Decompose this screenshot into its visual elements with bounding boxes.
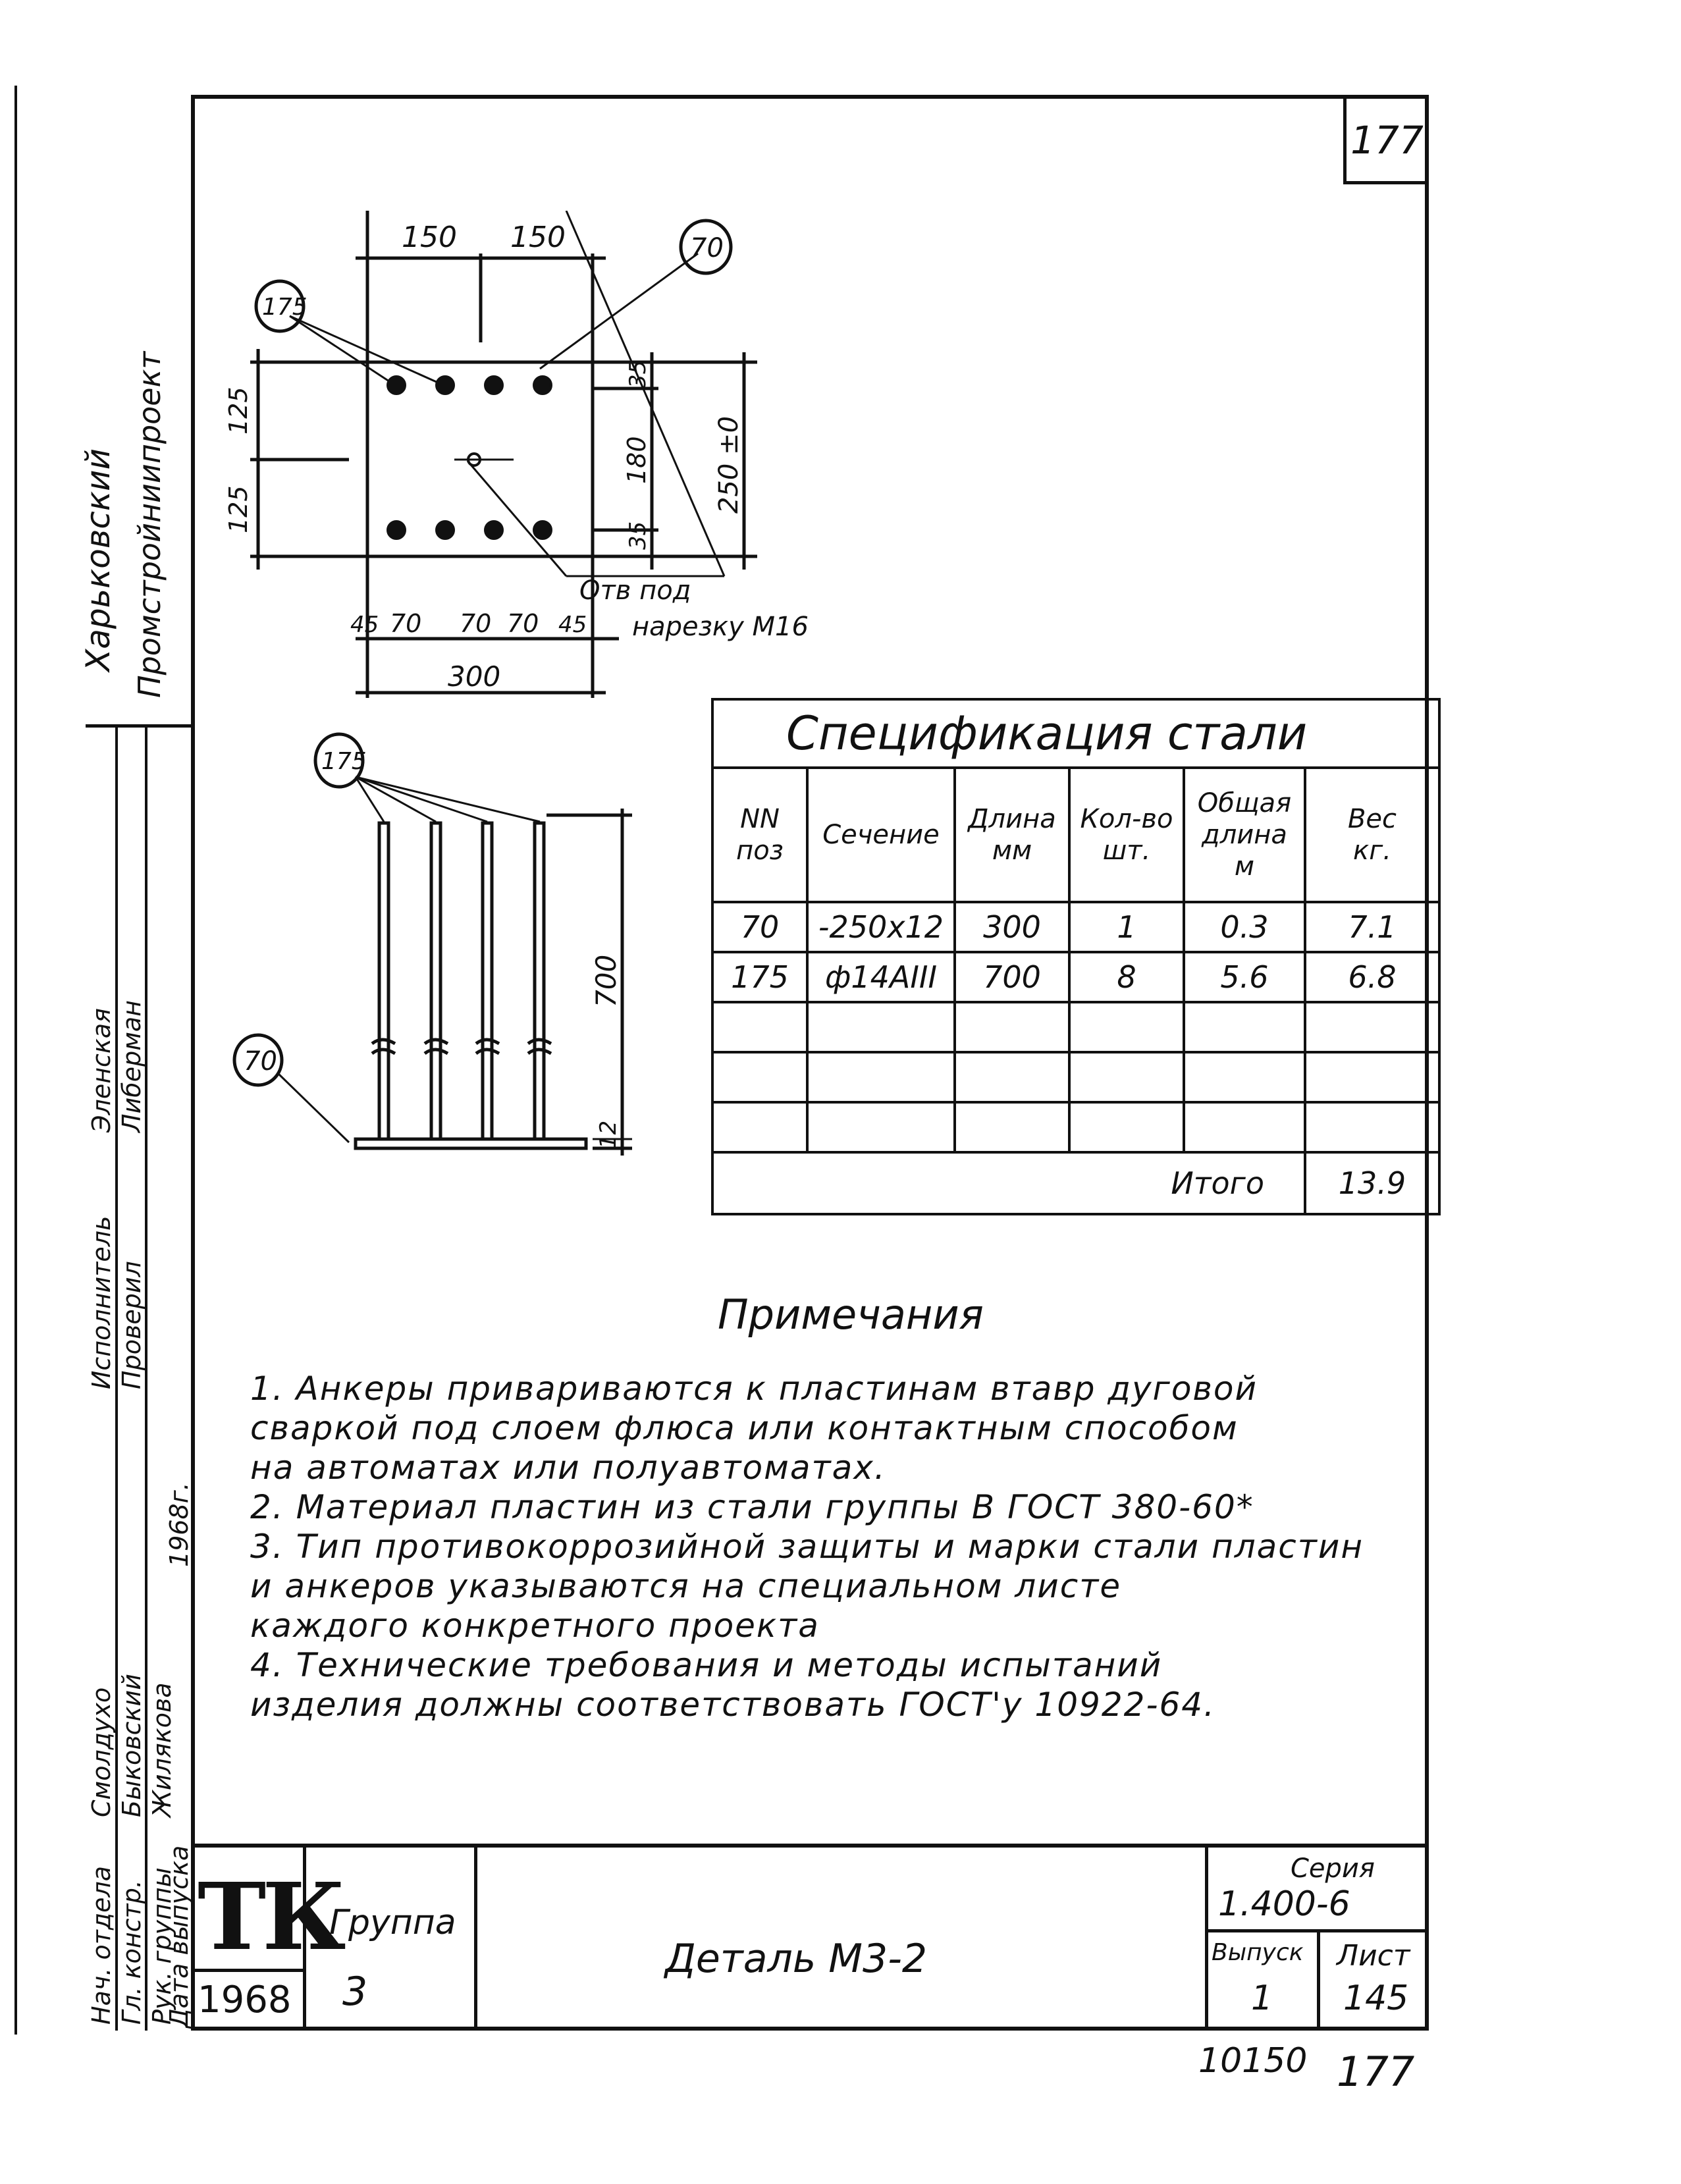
tk-logo: ТК bbox=[198, 1863, 346, 1971]
dim-bottom-2: 70 bbox=[390, 609, 421, 638]
stamp-frame bbox=[86, 724, 191, 2031]
cell: 1 bbox=[1068, 901, 1185, 953]
note-line: каждого конкретного проекта bbox=[250, 1607, 820, 1645]
stamp-name: Смолдухо bbox=[87, 1687, 116, 1817]
cell: 7.1 bbox=[1304, 901, 1441, 953]
cell: 300 bbox=[953, 901, 1071, 953]
dim-right-2: 180 bbox=[622, 436, 651, 484]
callout-plate-side: 70 bbox=[244, 1046, 277, 1077]
table-row-empty bbox=[711, 1051, 1441, 1104]
tb-divider bbox=[303, 1844, 306, 2031]
tb-sheet-value: 145 bbox=[1343, 1979, 1409, 2018]
table-row-empty bbox=[711, 1101, 1441, 1154]
note-line: изделия должны соответствовать ГОСТ'у 10… bbox=[250, 1686, 1215, 1724]
dim-left-1: 125 bbox=[224, 386, 253, 435]
dim-top-1: 150 bbox=[402, 221, 457, 254]
total-label: Итого bbox=[711, 1151, 1306, 1215]
table-row: 70 -250x12 300 1 0.3 7.1 bbox=[711, 901, 1441, 953]
dim-bottom-3: 70 bbox=[460, 609, 491, 638]
tb-year: 1968 bbox=[198, 1979, 292, 2021]
hole-note-1: Отв под bbox=[579, 575, 691, 606]
dim-right-1: 35 bbox=[625, 360, 651, 388]
stamp-org-1: Харьковский bbox=[79, 448, 117, 672]
note-line: на автоматах или полуавтоматах. bbox=[250, 1449, 886, 1487]
stamp-col-line bbox=[145, 724, 147, 2031]
tb-divider bbox=[1205, 1844, 1208, 2031]
below-number-right: 177 bbox=[1337, 2048, 1415, 2096]
stamp-role: Дата выпуска bbox=[165, 1845, 194, 2028]
stamp-name: Жилякова bbox=[147, 1682, 176, 1817]
dim-bottom-1: 45 bbox=[350, 612, 379, 638]
note-line: 4. Технические требования и методы испыт… bbox=[250, 1646, 1163, 1684]
dim-overall-height: 250 ±0 bbox=[714, 416, 744, 514]
stamp-role: Гл. констр. bbox=[117, 1880, 146, 2025]
tb-divider bbox=[474, 1844, 477, 2031]
below-number-left: 10150 bbox=[1198, 2041, 1308, 2081]
tb-divider bbox=[1317, 1929, 1320, 2031]
left-margin-line bbox=[14, 86, 17, 2035]
stamp-name: Либерман bbox=[117, 999, 146, 1132]
tb-issue-value: 1 bbox=[1251, 1979, 1273, 2018]
stamp-name: Быковский bbox=[117, 1674, 146, 1817]
tb-series-value: 1.400-6 bbox=[1218, 1884, 1350, 1924]
tb-issue-label: Выпуск bbox=[1212, 1939, 1304, 1966]
dim-overall-width: 300 bbox=[448, 660, 500, 693]
table-row-empty bbox=[711, 1001, 1441, 1053]
tb-group-value: 3 bbox=[342, 1969, 368, 2015]
cell: 700 bbox=[953, 951, 1071, 1003]
total-value: 13.9 bbox=[1304, 1151, 1441, 1215]
note-line: и анкеров указываются на специальном лис… bbox=[250, 1567, 1122, 1605]
dim-anchor-length: 700 bbox=[590, 955, 622, 1007]
note-line: сваркой под слоем флюса или контактным с… bbox=[250, 1409, 1239, 1447]
tb-divider bbox=[191, 1969, 306, 1972]
callout-plate-top: 70 bbox=[690, 233, 724, 263]
title-block bbox=[191, 1844, 1429, 2031]
spec-title: Спецификация стали bbox=[711, 698, 1441, 769]
tb-group-label: Группа bbox=[329, 1903, 456, 1942]
stamp-role: Проверил bbox=[117, 1261, 146, 1389]
dim-plate-thickness: 12 bbox=[595, 1121, 622, 1149]
stamp-org-2: Промстройниипроект bbox=[132, 351, 167, 698]
cell: 70 bbox=[711, 901, 809, 953]
note-line: 3. Тип противокоррозийной защиты и марки… bbox=[250, 1528, 1364, 1566]
table-row: 175 ф14АIII 700 8 5.6 6.8 bbox=[711, 951, 1441, 1003]
dim-right-3: 35 bbox=[625, 521, 651, 550]
tb-sheet-label: Лист bbox=[1337, 1939, 1410, 1973]
stamp-role: Нач. отдела bbox=[87, 1865, 116, 2025]
cell: 5.6 bbox=[1183, 951, 1306, 1003]
header-section: Сечение bbox=[806, 766, 956, 903]
cell: 6.8 bbox=[1304, 951, 1441, 1003]
notes-title: Примечания bbox=[718, 1291, 984, 1339]
dim-bottom-4: 70 bbox=[507, 609, 539, 638]
tb-series-label: Серия bbox=[1291, 1853, 1375, 1884]
stamp-role: Исполнитель bbox=[87, 1215, 116, 1389]
stamp-col-line bbox=[115, 724, 118, 2031]
note-line: 1. Анкеры привариваются к пластинам втав… bbox=[250, 1370, 1258, 1408]
callout-anchor-top: 175 bbox=[262, 294, 307, 321]
plate-plan-drawing: 150 150 175 70 125 125 35 180 35 250 ±0 … bbox=[224, 211, 809, 698]
hole-note-2: нарезку М16 bbox=[632, 612, 809, 642]
total-row: Итого 13.9 bbox=[711, 1151, 1441, 1215]
callout-anchor-side: 175 bbox=[321, 748, 367, 775]
cell: 175 bbox=[711, 951, 809, 1003]
detail-title: Деталь М3-2 bbox=[665, 1936, 928, 1982]
note-line: 2. Материал пластин из стали группы В ГО… bbox=[250, 1488, 1254, 1526]
stamp-name: Эленская bbox=[87, 1007, 116, 1132]
dim-top-2: 150 bbox=[510, 221, 566, 254]
cell: 8 bbox=[1068, 951, 1185, 1003]
dim-bottom-5: 45 bbox=[558, 612, 587, 638]
sheet-number: 177 bbox=[1343, 99, 1428, 184]
cell: ф14АIII bbox=[806, 951, 956, 1003]
dim-left-2: 125 bbox=[224, 485, 253, 533]
stamp-date: 1968г. bbox=[165, 1482, 194, 1567]
cell: -250x12 bbox=[806, 901, 956, 953]
anchor-side-drawing: 175 70 700 12 bbox=[232, 732, 632, 1156]
cell: 0.3 bbox=[1183, 901, 1306, 953]
